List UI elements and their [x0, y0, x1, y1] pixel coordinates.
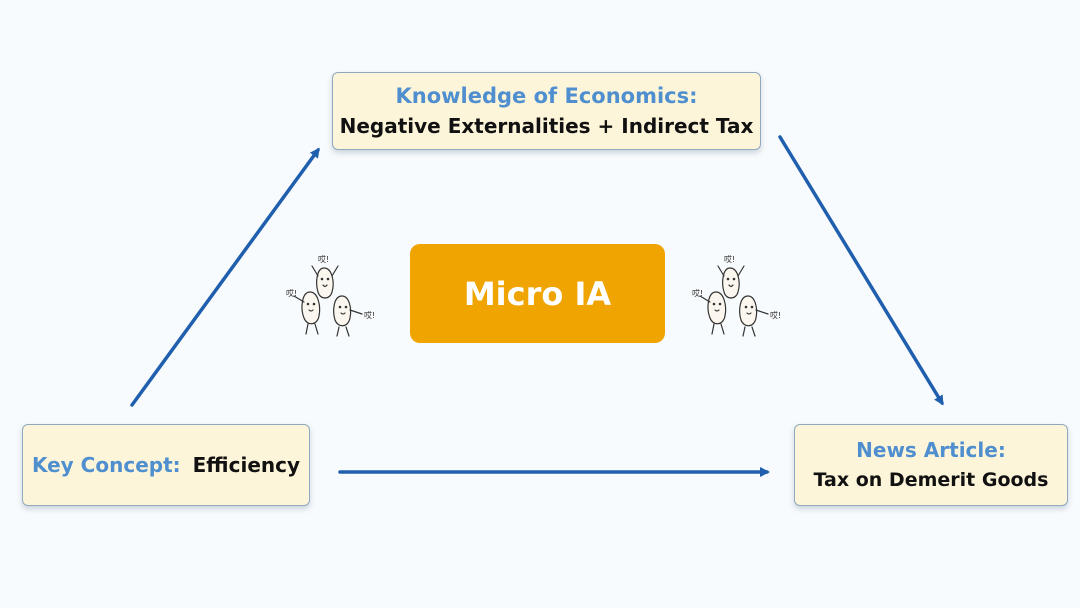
mascot-caption-right-right: 哎! — [770, 311, 781, 320]
news-article-heading: News Article: — [856, 438, 1006, 462]
news-article-box: News Article: Tax on Demerit Goods — [794, 424, 1068, 506]
mascot-illustration-right: 哎! 哎! 哎! — [692, 255, 781, 337]
mascot-caption-left-side: 哎! — [286, 289, 297, 298]
micro-ia-label: Micro IA — [463, 274, 612, 313]
knowledge-body: Negative Externalities + Indirect Tax — [339, 114, 754, 138]
mascot-caption-right-top: 哎! — [724, 255, 735, 264]
key-concept-heading: Key Concept: — [31, 453, 181, 477]
arrow-left-to-top — [130, 147, 320, 407]
mascot-caption-left-right: 哎! — [364, 311, 375, 320]
key-concept-box: Key Concept: Efficiency — [22, 424, 310, 506]
key-concept-body: Efficiency — [192, 453, 301, 477]
micro-ia-box: Micro IA — [410, 244, 665, 343]
knowledge-of-economics-box: Knowledge of Economics: Negative Externa… — [332, 72, 761, 150]
mascot-caption-right-side: 哎! — [692, 289, 703, 298]
mascot-illustration-left: 哎! 哎! 哎! — [286, 255, 375, 337]
arrow-top-to-right — [778, 135, 944, 406]
news-article-body: Tax on Demerit Goods — [813, 469, 1049, 491]
knowledge-heading: Knowledge of Economics: — [395, 84, 698, 108]
mascot-caption-left-top: 哎! — [318, 255, 329, 264]
